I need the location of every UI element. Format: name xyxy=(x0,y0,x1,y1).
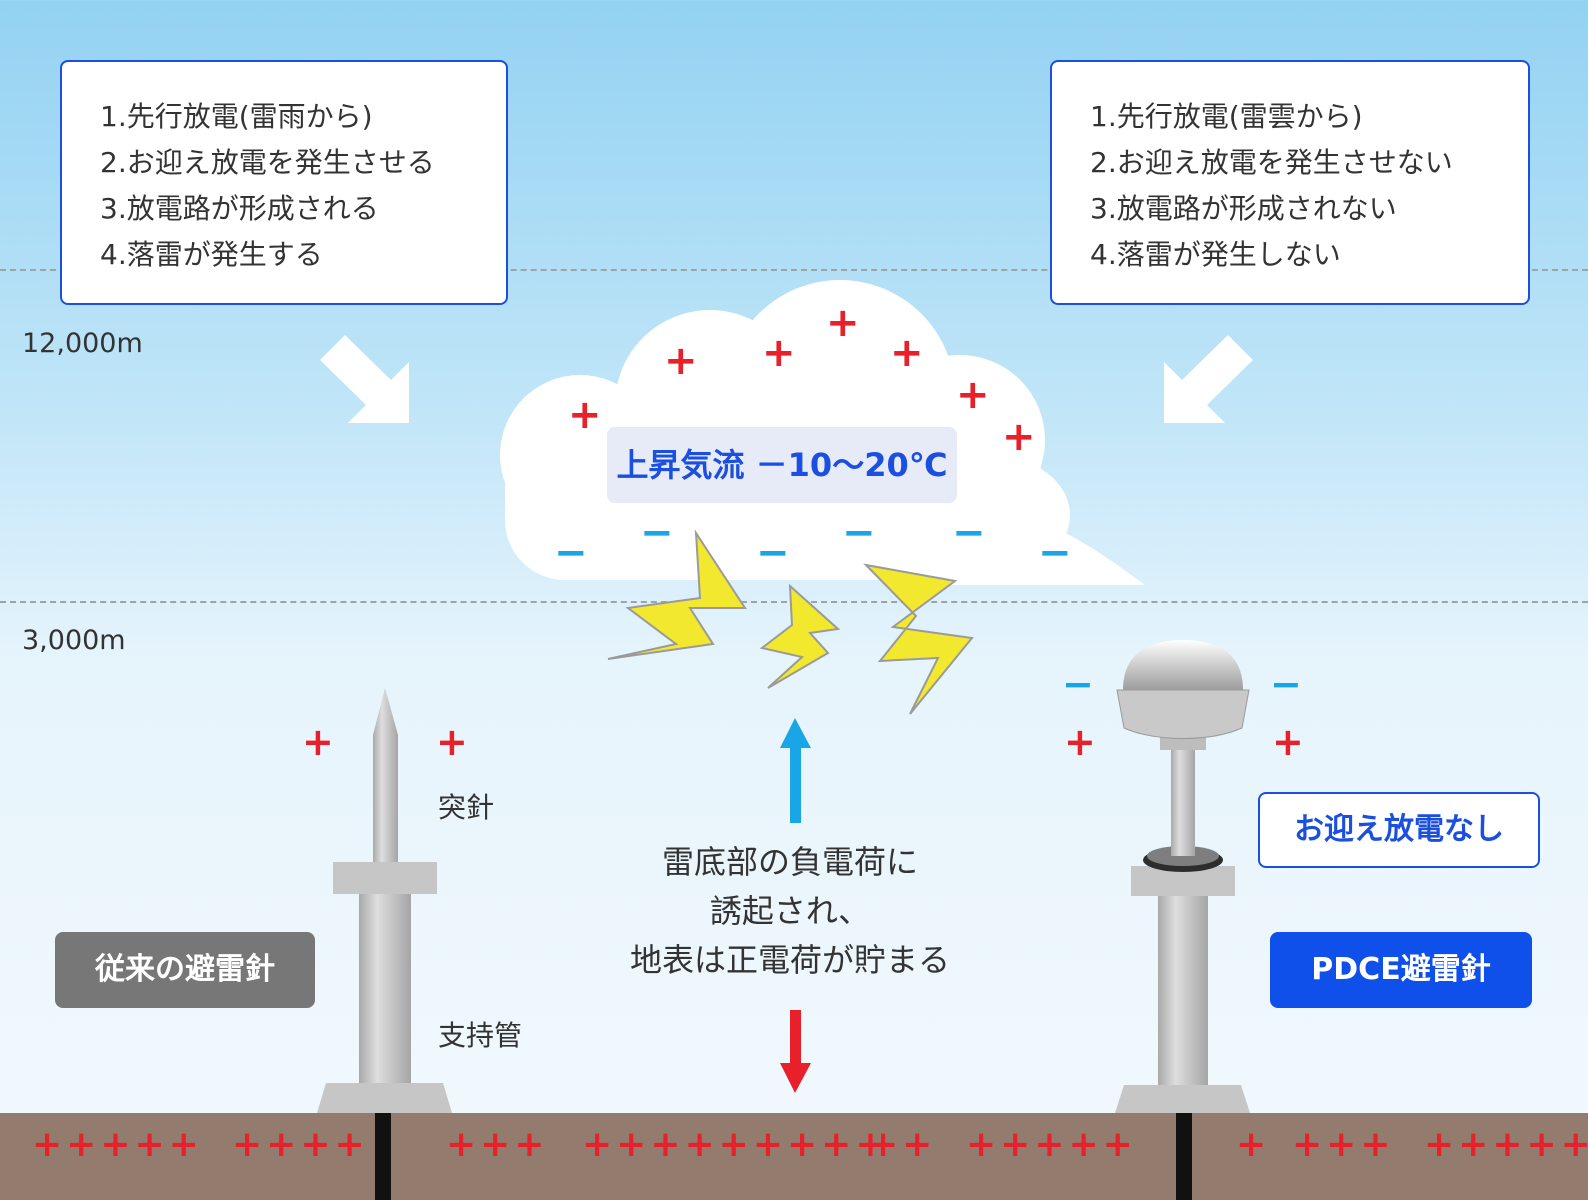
ground-plus-group: ++ xyxy=(868,1124,937,1165)
support-pipe-label: 支持管 xyxy=(438,1019,523,1052)
pdce-rod-badge: PDCE避雷針 xyxy=(1270,932,1532,1008)
arrow-down-left-icon xyxy=(1164,335,1253,423)
right-step-1: 1.先行放電(雷雲から) xyxy=(1090,100,1363,133)
pdce-rod xyxy=(1115,640,1250,1113)
cloud-minus: − xyxy=(842,510,876,556)
induction-line-2: 誘起され、 xyxy=(709,892,871,930)
altitude-label-high: 12,000m xyxy=(22,328,143,359)
left-step-3: 3.放電路が形成される xyxy=(100,192,379,225)
cloud-minus: − xyxy=(952,510,986,556)
cloud-plus: + xyxy=(762,330,796,376)
ground xyxy=(0,1113,1588,1200)
conventional-plus-left: + xyxy=(302,720,334,764)
conventional-rod xyxy=(317,688,452,1113)
ground-conductor-left xyxy=(375,1113,391,1200)
conventional-plus-right: + xyxy=(436,720,468,764)
right-step-3: 3.放電路が形成されない xyxy=(1090,192,1397,225)
cloud-plus: + xyxy=(890,330,924,376)
cloud-minus: − xyxy=(756,530,790,576)
cloud-minus: − xyxy=(640,510,674,556)
cloud-plus: + xyxy=(956,372,990,418)
right-steps-box: 1.先行放電(雷雲から) 2.お迎え放電を発生させない 3.放電路が形成されない… xyxy=(1050,60,1530,305)
left-step-4: 4.落雷が発生する xyxy=(100,238,323,271)
cloud-plus: + xyxy=(568,392,602,438)
induction-line-3: 地表は正電荷が貯まる xyxy=(629,941,950,979)
ground-plus-group: +++++ xyxy=(966,1124,1137,1165)
right-step-2: 2.お迎え放電を発生させない xyxy=(1090,146,1453,179)
cloud-plus: + xyxy=(826,300,860,346)
left-step-1: 1.先行放電(雷雨から) xyxy=(100,100,373,133)
altitude-label-low: 3,000m xyxy=(22,625,126,656)
altitude-line-high xyxy=(0,269,1588,271)
left-step-2: 2.お迎え放電を発生させる xyxy=(100,146,435,179)
arrow-down-right-icon xyxy=(320,335,409,423)
pdce-minus-right: − xyxy=(1270,662,1302,706)
pdce-plus-right: + xyxy=(1272,720,1304,764)
no-upward-discharge-note: お迎え放電なし xyxy=(1258,792,1540,868)
tip-label: 突針 xyxy=(438,791,495,824)
ground-plus-group: + xyxy=(1236,1124,1271,1165)
induction-line-1: 雷底部の負電荷に xyxy=(661,843,918,881)
cloud-minus: − xyxy=(1038,530,1072,576)
pdce-plus-left: + xyxy=(1064,720,1096,764)
ground-plus-group: ++++ xyxy=(232,1124,369,1165)
ground-plus-group: +++ xyxy=(1292,1124,1395,1165)
left-steps-box: 1.先行放電(雷雨から) 2.お迎え放電を発生させる 3.放電路が形成される 4… xyxy=(60,60,508,305)
ground-conductor-right xyxy=(1176,1113,1192,1200)
lightning-bolt-right-icon xyxy=(863,563,974,715)
cloud-minus: − xyxy=(554,530,588,576)
arrow-up-icon xyxy=(780,718,811,823)
pdce-minus-left: − xyxy=(1062,662,1094,706)
arrow-down-icon xyxy=(780,1010,811,1093)
ground-plus-group: +++++ xyxy=(32,1124,203,1165)
ground-plus-group: +++++++++ xyxy=(582,1124,890,1165)
conventional-rod-badge: 従来の避雷針 xyxy=(55,932,315,1008)
lightning-bolt-center-icon xyxy=(759,583,841,689)
ground-plus-group: +++++ xyxy=(1424,1124,1588,1165)
lightning-bolt-left-icon xyxy=(607,529,747,660)
ground-plus-group: +++ xyxy=(446,1124,549,1165)
updraft-label: 上昇気流 －10〜20℃ xyxy=(607,427,957,503)
cloud-plus: + xyxy=(664,338,698,384)
induction-text: 雷底部の負電荷に 誘起され、 地表は正電荷が貯まる xyxy=(580,838,1000,985)
right-step-4: 4.落雷が発生しない xyxy=(1090,238,1341,271)
cloud-plus: + xyxy=(1002,414,1036,460)
